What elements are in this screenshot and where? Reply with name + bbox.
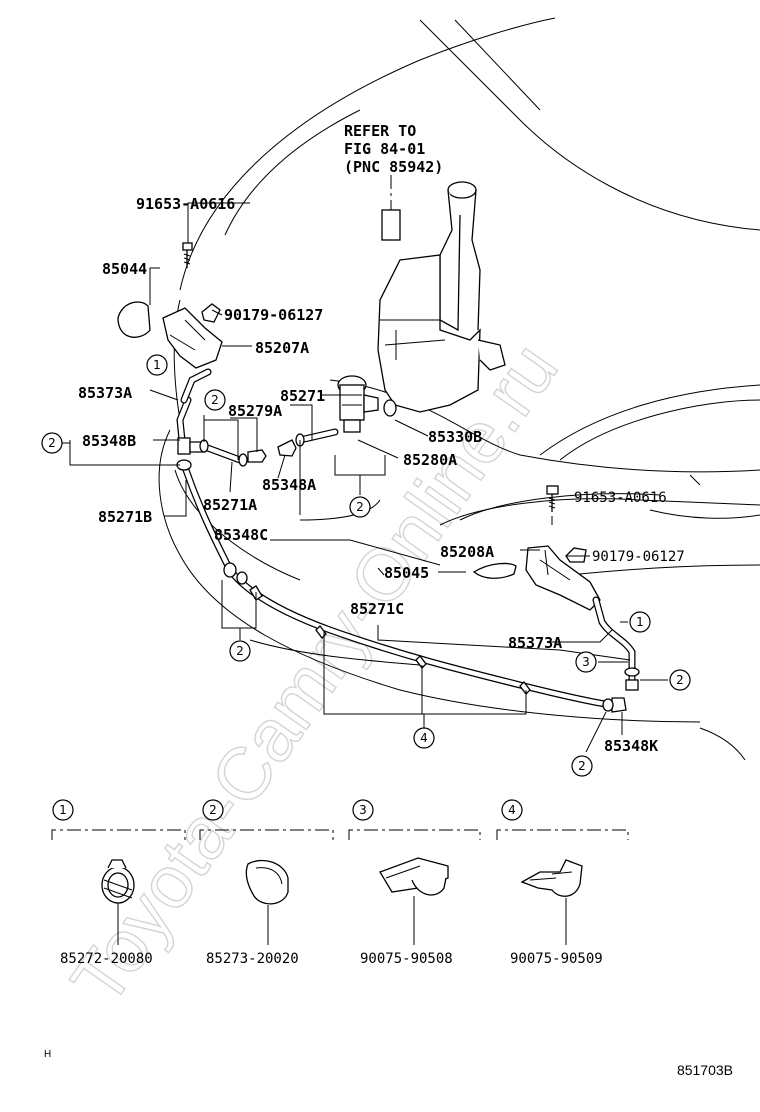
nozzle-left	[162, 307, 223, 369]
svg-text:1: 1	[59, 803, 67, 817]
washer-reservoir	[377, 181, 506, 413]
hose-clip-icon	[379, 857, 449, 896]
svg-text:4: 4	[420, 731, 428, 745]
svg-text:2: 2	[48, 436, 56, 450]
label-joint-b: 85348B	[82, 432, 136, 450]
hoses	[176, 368, 636, 709]
svg-text:2: 2	[676, 673, 684, 687]
svg-text:2: 2	[578, 759, 586, 773]
label-hose-a: 85271A	[203, 496, 257, 514]
svg-text:2: 2	[356, 500, 364, 514]
legend-item-3: 3 90075-90508	[348, 799, 481, 967]
cap-left	[117, 301, 151, 338]
label-joint-a: 85348A	[262, 476, 316, 494]
callout-2-bottom: 2	[571, 755, 593, 777]
label-cap-right: 85045	[384, 564, 429, 582]
label-check-valve: 85279A	[228, 402, 282, 420]
svg-text:2: 2	[209, 803, 217, 817]
clip-upper	[201, 303, 221, 323]
legend-item-4: 4 90075-90509	[496, 799, 629, 967]
cap-right	[472, 562, 517, 579]
label-joint-k: 85348K	[604, 737, 658, 755]
label-clip-upper: 90179-06127	[224, 306, 323, 324]
callout-1-left: 1	[146, 354, 168, 376]
label-hose-right-short: 85373A	[508, 634, 562, 652]
label-nozzle-left: 85207A	[255, 339, 309, 357]
label-pump: 85271	[280, 387, 325, 405]
label-nozzle-right: 85208A	[440, 543, 494, 561]
hose-clamp-bracket-icon	[520, 859, 583, 897]
label-grommet: 85330B	[428, 428, 482, 446]
refer-note-line-3: (PNC 85942)	[344, 158, 443, 176]
svg-text:1: 1	[636, 615, 644, 629]
callout-2-upper: 2	[204, 389, 226, 411]
svg-text:1: 1	[153, 358, 161, 372]
svg-text:3: 3	[359, 803, 367, 817]
label-hose-left-short: 85373A	[78, 384, 132, 402]
refer-note-line-1: REFER TO	[344, 122, 416, 140]
callout-2-right: 2	[669, 669, 691, 691]
callout-4: 4	[413, 727, 435, 749]
label-joint-c: 85348C	[214, 526, 268, 544]
svg-text:3: 3	[582, 655, 590, 669]
svg-text:4: 4	[508, 803, 516, 817]
callout-2-middle: 2	[349, 496, 371, 518]
label-cap-left: 85044	[102, 260, 147, 278]
callout-2-lower-left: 2	[229, 640, 251, 662]
hose-joints	[176, 433, 640, 713]
legend-part-4: 90075-90509	[510, 951, 603, 967]
label-bolt-lower: 91653-A0616	[574, 490, 667, 506]
svg-text:2: 2	[211, 393, 219, 407]
legend-item-2: 2 85273-20020	[199, 799, 334, 967]
svg-text:2: 2	[236, 644, 244, 658]
refer-note-line-2: FIG 84-01	[344, 140, 425, 158]
corner-mark: H	[44, 1049, 51, 1060]
clip-lower	[565, 547, 587, 563]
label-hose-c: 85271C	[350, 600, 404, 618]
washer-pump	[337, 375, 397, 433]
label-bolt-upper: 91653-A0616	[136, 195, 235, 213]
bolt-lower	[546, 485, 559, 512]
band-clip-icon	[245, 859, 289, 905]
legend-part-2: 85273-20020	[206, 951, 299, 967]
legend: 1 85272-20080 2 85273-20020	[51, 799, 629, 967]
callout-1-right: 1	[629, 611, 651, 633]
legend-part-1: 85272-20080	[60, 951, 153, 967]
legend-item-1: 1 85272-20080	[51, 799, 186, 967]
leader-lines	[69, 202, 668, 753]
figure-code: 851703B	[677, 1062, 733, 1078]
callout-3: 3	[575, 651, 597, 673]
callout-2-left: 2	[41, 432, 63, 454]
label-hose-80: 85280A	[403, 451, 457, 469]
hose-clamp-icon	[101, 859, 135, 904]
label-clip-lower: 90179-06127	[592, 549, 685, 565]
label-hose-b: 85271B	[98, 508, 152, 526]
legend-part-3: 90075-90508	[360, 951, 453, 967]
